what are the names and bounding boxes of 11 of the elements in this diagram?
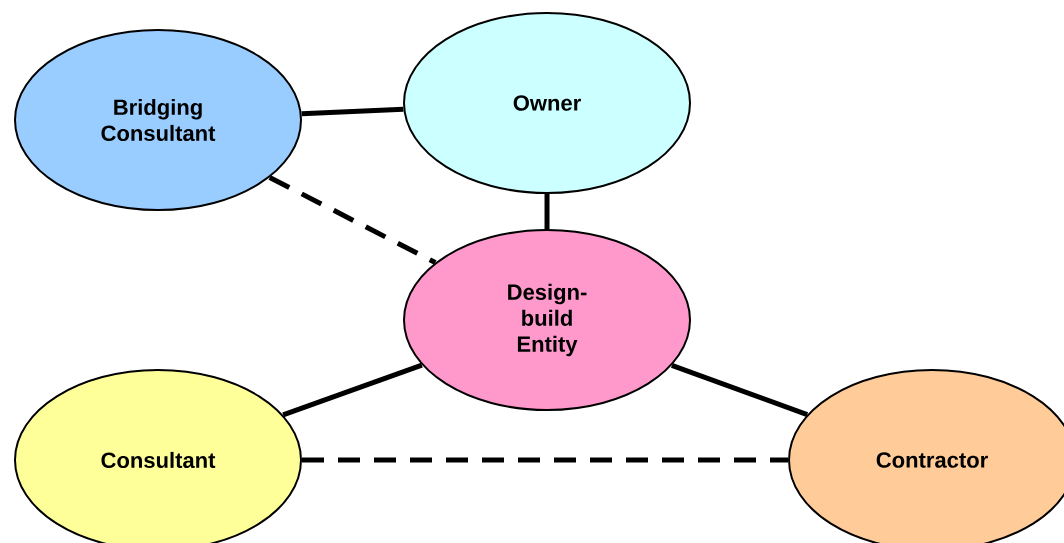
ellipse-node: Owner [403,12,691,194]
ellipse-node: Design-build Entity [403,229,691,411]
connector-line [282,362,423,418]
ellipse-node: Consultant [14,369,302,543]
connector-line [302,457,788,463]
ellipse-node: Contractor [788,369,1064,543]
ellipse-node: Bridging Consultant [14,29,302,211]
connector-line [544,194,550,229]
connector-line [268,175,437,265]
connector-line [301,106,404,117]
connector-line [670,363,809,417]
